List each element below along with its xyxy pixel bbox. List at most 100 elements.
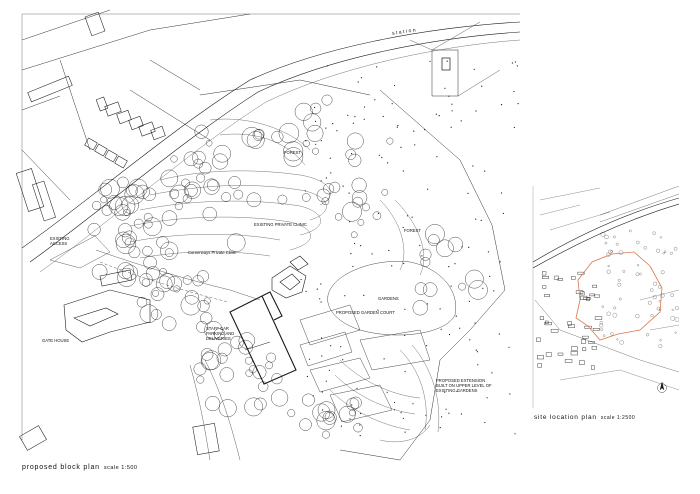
tree-symbol <box>321 94 333 106</box>
tree-symbol <box>141 278 151 287</box>
tree-symbol <box>436 239 454 258</box>
location-plan-title-text: site location plan <box>534 414 597 421</box>
tree-symbol <box>144 220 153 229</box>
tree-symbol <box>361 203 370 212</box>
tree-symbol <box>150 287 165 301</box>
tree-symbol <box>324 411 335 422</box>
tree-symbol <box>458 282 466 291</box>
tree-symbol <box>152 289 160 297</box>
tree-symbol <box>136 297 148 308</box>
tree-symbol <box>139 304 159 323</box>
tree-symbol <box>254 128 265 140</box>
tree-symbol <box>233 189 244 200</box>
tree-symbol <box>205 396 221 412</box>
tree-symbol <box>192 275 204 287</box>
label-gate-house: GATE HOUSE <box>42 338 70 343</box>
label-forest-top: FOREST <box>284 150 301 155</box>
tree-symbol <box>196 375 205 384</box>
tree-symbol <box>306 124 324 142</box>
tree-symbol <box>202 206 217 222</box>
tree-symbol <box>196 173 206 183</box>
tree-symbol <box>447 236 464 253</box>
tree-symbol <box>143 212 153 222</box>
tree-symbol <box>128 246 141 259</box>
tree-symbol <box>310 102 322 115</box>
tree-symbol <box>283 141 304 162</box>
site-boundary <box>575 251 663 341</box>
tree-symbol <box>420 257 431 267</box>
tree-symbol <box>346 397 360 411</box>
tree-symbol <box>316 411 336 431</box>
tree-symbol <box>271 373 283 385</box>
tree-symbol <box>213 144 231 163</box>
tree-symbol <box>244 356 253 365</box>
tree-symbol <box>321 197 330 205</box>
tree-symbol <box>196 320 209 333</box>
tree-symbol <box>252 365 267 380</box>
tree-symbol <box>425 224 445 244</box>
tree-symbol <box>465 269 484 289</box>
tree-symbol <box>164 248 174 257</box>
tree-symbol <box>238 332 256 349</box>
tree-symbol <box>91 264 108 280</box>
proposed-building <box>229 291 297 385</box>
label-existing-clinic: EXISTING PRIVATE CLINIC <box>254 222 307 227</box>
tree-symbol <box>124 184 145 205</box>
tree-symbol <box>161 210 178 226</box>
tree-symbol <box>114 204 131 221</box>
label-gardens: GARDENS <box>378 296 399 301</box>
location-plan-scale: scale 1:2500 <box>600 415 636 421</box>
tree-symbol <box>302 193 311 202</box>
tree-symbol <box>218 399 237 418</box>
tree-symbol <box>230 335 244 350</box>
tree-symbol <box>184 184 198 197</box>
tree-symbol <box>212 153 229 170</box>
tree-symbol <box>317 401 336 419</box>
tree-symbol <box>348 153 362 167</box>
tree-symbol <box>123 208 130 216</box>
tree-symbol <box>468 280 488 300</box>
tree-symbol <box>98 182 112 197</box>
tree-symbol <box>193 158 204 169</box>
tree-symbol <box>193 362 207 376</box>
tree-symbol <box>205 139 213 147</box>
tree-symbol <box>196 270 209 283</box>
tree-symbol <box>128 178 148 198</box>
tree-symbol <box>381 189 389 196</box>
tree-symbol <box>115 195 136 216</box>
tree-symbol <box>203 178 220 195</box>
tree-symbol <box>277 194 288 205</box>
tree-symbol <box>194 124 209 139</box>
tree-symbol <box>139 273 153 287</box>
tree-symbol <box>143 255 157 270</box>
tree-symbol <box>125 184 138 197</box>
tree-symbol <box>183 181 201 199</box>
label-staff-parking: STAFF CAR PARKING AND DELIVERIES <box>206 326 235 341</box>
tree-symbol <box>180 295 201 316</box>
tree-symbol <box>294 102 313 121</box>
tree-symbol <box>351 177 367 193</box>
tree-symbol <box>135 184 150 200</box>
tree-symbol <box>266 352 276 363</box>
station-road <box>21 21 521 249</box>
tree-symbol <box>419 248 432 261</box>
tree-symbol <box>160 169 179 188</box>
tree-symbol <box>92 200 102 210</box>
tree-symbol <box>357 219 365 226</box>
tree-symbol <box>301 393 315 407</box>
tree-symbol <box>241 127 262 148</box>
tree-symbol <box>200 352 219 371</box>
tree-symbol <box>213 328 226 340</box>
block-plan-title-text: proposed block plan <box>22 464 100 471</box>
label-garden-court: PROPOSED GARDEN COURT <box>336 310 395 315</box>
tree-symbol <box>124 237 135 248</box>
tree-symbol <box>246 192 262 208</box>
tree-symbol <box>217 342 232 357</box>
tree-symbol <box>238 339 253 355</box>
tree-symbol <box>121 196 139 214</box>
tree-symbol <box>248 365 257 374</box>
tree-symbol <box>181 178 190 188</box>
